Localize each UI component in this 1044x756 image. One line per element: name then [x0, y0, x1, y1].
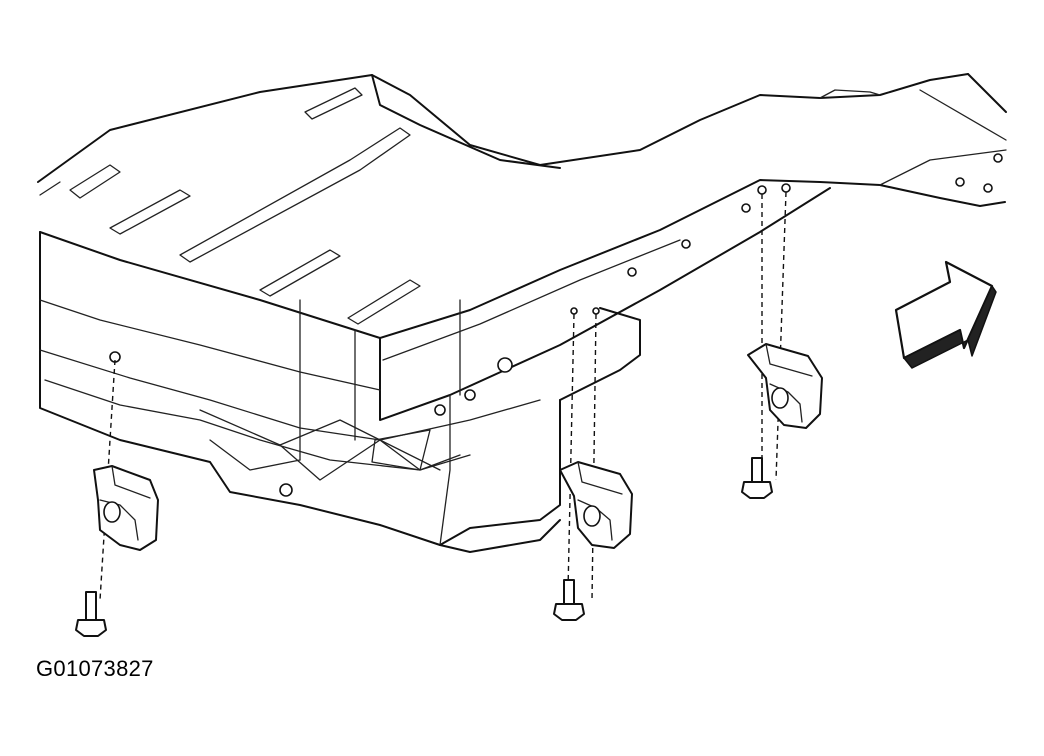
mount-bracket-center — [559, 461, 633, 549]
mount-bracket-left — [93, 465, 159, 551]
bolt-center — [553, 579, 585, 621]
figure-code: G01073827 — [36, 656, 154, 681]
mount-bracket-right — [747, 343, 823, 429]
bolt-left — [75, 591, 107, 637]
bolt-right — [741, 457, 773, 499]
direction-arrow — [894, 260, 997, 369]
alignment-lines — [99, 191, 787, 601]
vehicle-frame — [37, 73, 1007, 553]
